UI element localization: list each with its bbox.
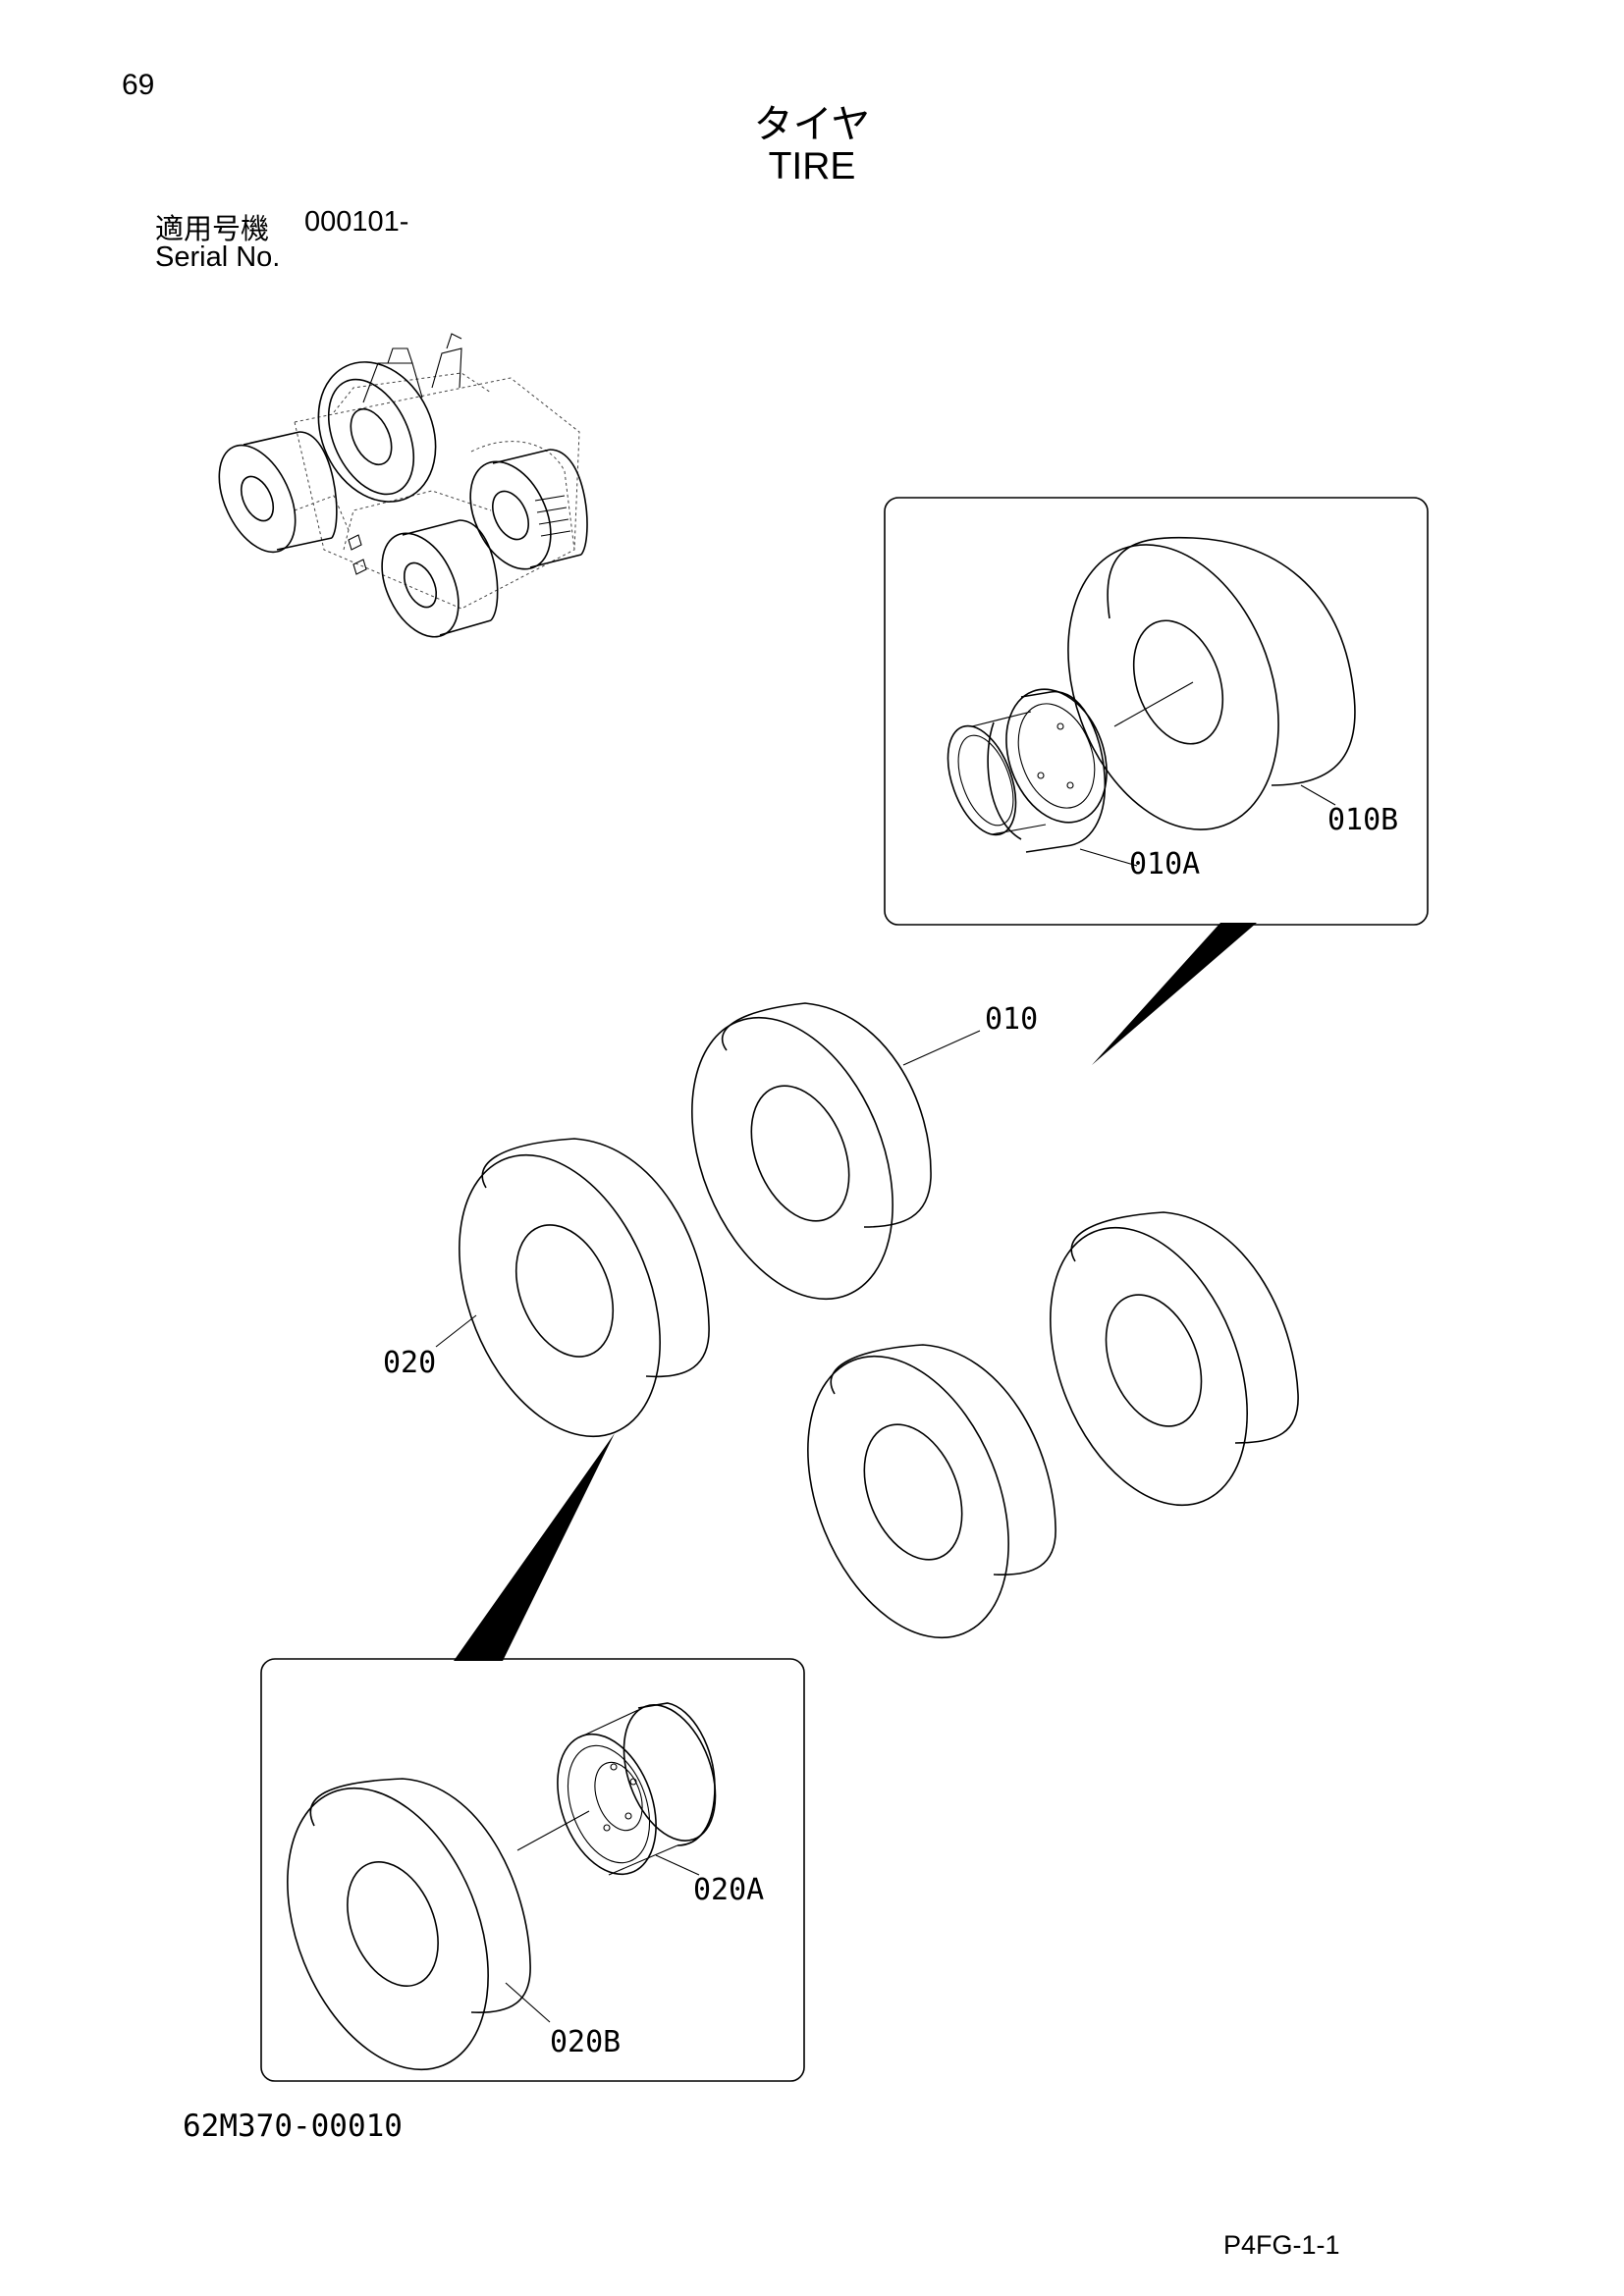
wheel-010a [947, 688, 1108, 853]
detail-box-010: 010B 010A [884, 497, 1429, 1065]
callout-010: 010 [985, 1002, 1038, 1037]
tire-unlabeled-upper [1050, 1211, 1299, 1507]
tire-unlabeled-lower [807, 1344, 1056, 1639]
callout-010a: 010A [1129, 847, 1200, 881]
serial-number-value: 000101- [304, 206, 409, 238]
tire-010: 010 [691, 1002, 1038, 1301]
page-code: P4FG-1-1 [1223, 2230, 1340, 2260]
callout-020b: 020B [550, 2025, 621, 2059]
wheel-020a [557, 1702, 717, 1876]
pointer-wedge-upper [1092, 923, 1257, 1065]
vehicle-locator-sketch [218, 333, 588, 638]
drawing-number: 62M370-00010 [183, 2109, 403, 2144]
callout-010b: 010B [1327, 803, 1398, 837]
callout-020a: 020A [693, 1873, 764, 1907]
tire-020b [287, 1778, 531, 2071]
page-number: 69 [122, 69, 155, 101]
callout-020: 020 [383, 1346, 436, 1380]
page-title-japanese: タイヤ [753, 102, 871, 147]
detail-box-020: 020A 020B [260, 1433, 805, 2082]
serial-label-japanese: 適用号機 [155, 212, 270, 245]
serial-label-english: Serial No. [155, 241, 281, 273]
pointer-wedge-lower [454, 1433, 615, 1661]
page-title-english: TIRE [768, 145, 856, 187]
tire-020: 020 [383, 1138, 710, 1438]
tire-010b [1067, 536, 1356, 830]
